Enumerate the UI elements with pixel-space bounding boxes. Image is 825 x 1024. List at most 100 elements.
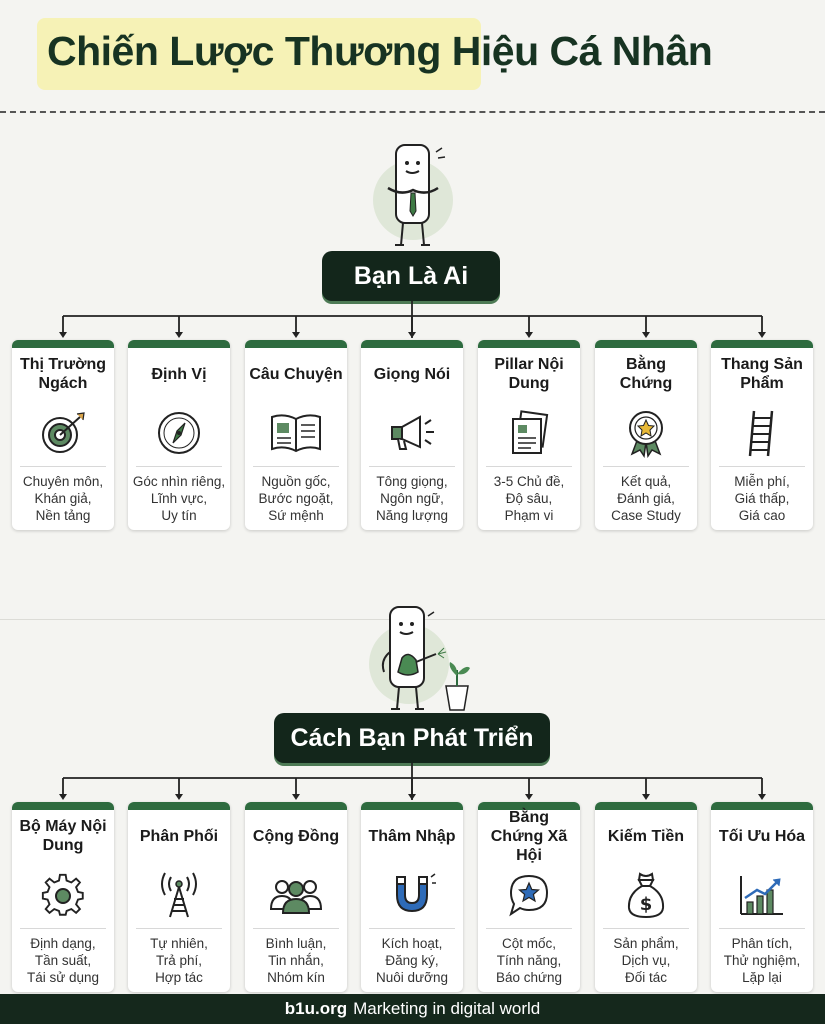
- card-accent-bar: [245, 802, 347, 810]
- card-description-line: Thử nghiệm,: [723, 953, 801, 968]
- card-description: Kích hoạt,Đăng ký,Nuôi dưỡng: [361, 929, 463, 986]
- hub-how-you-grow: Cách Bạn Phát Triển: [274, 713, 550, 763]
- card-description-line: Case Study: [611, 508, 681, 523]
- branch-arrow: [408, 794, 416, 800]
- card-description-line: Góc nhìn riêng,: [132, 474, 226, 489]
- card-accent-bar: [12, 802, 114, 810]
- branch-arrow: [758, 794, 766, 800]
- card-description: Tông giọng, Ngôn ngữ, Năng lượng: [361, 467, 463, 524]
- card-description: Định dạng, Tần suất, Tái sử dụng: [12, 929, 114, 986]
- card-description-line: Báo chứng: [495, 970, 563, 985]
- card-description-line: Dịch vụ,: [621, 953, 671, 968]
- card-accent-bar: [361, 340, 463, 348]
- card-description-line: Giá cao: [738, 508, 786, 523]
- footer-site: b1u.org: [284, 999, 348, 1018]
- compass-icon: [128, 400, 230, 466]
- card-description-line: Đánh giá,: [617, 491, 675, 506]
- card-description: Miễn phí, Giá thấp, Giá cao: [711, 467, 813, 524]
- card-description-line: Năng lượng: [376, 508, 448, 523]
- card-title: Bằng Chứng Xã Hội: [490, 808, 568, 864]
- card-description-line: Phân tích,: [731, 936, 793, 951]
- card-title: Thị Trường Ngách: [19, 356, 107, 392]
- card-description-line: Độ sâu,: [505, 491, 553, 506]
- card-title: Câu Chuyện: [249, 365, 343, 383]
- card-accent-bar: [128, 802, 230, 810]
- card-description-line: Trả phí,: [155, 953, 203, 968]
- card-description-line: Uy tín: [161, 508, 197, 523]
- card-description-line: Bình luận,: [265, 936, 327, 951]
- card-divider: [603, 466, 689, 467]
- card-description: Phân tích, Thử nghiệm, Lặp lại: [711, 929, 813, 986]
- card-description-line: Sản phẩm,: [613, 936, 679, 951]
- branch-arrow: [758, 332, 766, 338]
- card-accent-bar: [128, 340, 230, 348]
- svg-text:$: $: [640, 894, 653, 915]
- card-divider: [20, 466, 106, 467]
- branch-arrow: [525, 794, 533, 800]
- card-description-line: Nền tảng: [35, 508, 91, 523]
- award-ribbon-icon: [595, 400, 697, 466]
- card-description-line: Sứ mệnh: [268, 508, 324, 523]
- card-accent-bar: [711, 802, 813, 810]
- card-description-line: Định dạng,: [30, 936, 96, 951]
- footer-tagline: Marketing in digital world: [353, 999, 541, 1018]
- card-title: Thâm Nhập: [368, 827, 456, 845]
- card-divider: [136, 466, 222, 467]
- documents-icon: [478, 400, 580, 466]
- branch-arrow: [175, 794, 183, 800]
- hub-who-you-are: Bạn Là Ai: [322, 251, 500, 301]
- star-chat-icon: [478, 862, 580, 928]
- card-description-line: Tần suất,: [34, 953, 92, 968]
- card-divider: [136, 928, 222, 929]
- card-title: Bộ Máy Nội Dung: [19, 818, 107, 854]
- card-description: Cột mốc,Tính năng,Báo chứng: [478, 929, 580, 986]
- card-divider: [486, 928, 572, 929]
- card-description: Chuyên môn,Khán giả,Nền tảng: [12, 467, 114, 524]
- card-description-line: Miễn phí,: [734, 474, 790, 489]
- card-description-line: Phạm vi: [504, 508, 554, 523]
- card-accent-bar: [245, 340, 347, 348]
- card-description-line: Nhóm kín: [267, 970, 325, 985]
- card-description: Bình luận,Tin nhắn,Nhóm kín: [245, 929, 347, 986]
- gardening-mascot-illustration: [369, 606, 470, 711]
- card-description-line: Giá thấp,: [734, 491, 790, 506]
- card-accent-bar: [361, 802, 463, 810]
- card-description-line: Hợp tác: [155, 970, 203, 985]
- card-title: Phân Phối: [139, 827, 219, 845]
- card-description-line: Ngôn ngữ,: [380, 491, 444, 506]
- card-description-line: Đăng ký,: [385, 953, 439, 968]
- title-block: Chiến Lược Thương Hiệu Cá Nhân: [0, 18, 825, 94]
- money-bag-icon: $: [595, 862, 697, 928]
- card-description-line: Lặp lại: [742, 970, 782, 985]
- ladder-icon: [711, 400, 813, 466]
- card-accent-bar: [711, 340, 813, 348]
- card-divider: [486, 466, 572, 467]
- card-description: 3-5 Chủ đề,Độ sâu,Phạm vi: [478, 467, 580, 524]
- card-description-line: Tái sử dụng: [26, 970, 100, 985]
- card-accent-bar: [595, 340, 697, 348]
- grow-card-6: Kiếm Tiền$Sản phẩm,Dịch vụ,Đối tác: [595, 802, 697, 992]
- card-divider: [369, 928, 455, 929]
- card-description-line: Tông giọng,: [376, 474, 448, 489]
- gear-icon: [12, 862, 114, 928]
- branch-arrow: [292, 332, 300, 338]
- title-highlight: [37, 18, 481, 90]
- card-divider: [603, 928, 689, 929]
- card-divider: [20, 928, 106, 929]
- card-accent-bar: [595, 802, 697, 810]
- people-group-icon: [245, 862, 347, 928]
- card-description-line: Tính năng,: [496, 953, 562, 968]
- card-description: Nguồn gốc,Bước ngoặt,Sứ mệnh: [245, 467, 347, 524]
- card-accent-bar: [478, 340, 580, 348]
- footer-bar: b1u.org Marketing in digital world: [0, 994, 825, 1024]
- card-description: Sản phẩm,Dịch vụ,Đối tác: [595, 929, 697, 986]
- card-divider: [253, 928, 339, 929]
- card-description: Kết quả,Đánh giá,Case Study: [595, 467, 697, 524]
- branch-arrow: [175, 332, 183, 338]
